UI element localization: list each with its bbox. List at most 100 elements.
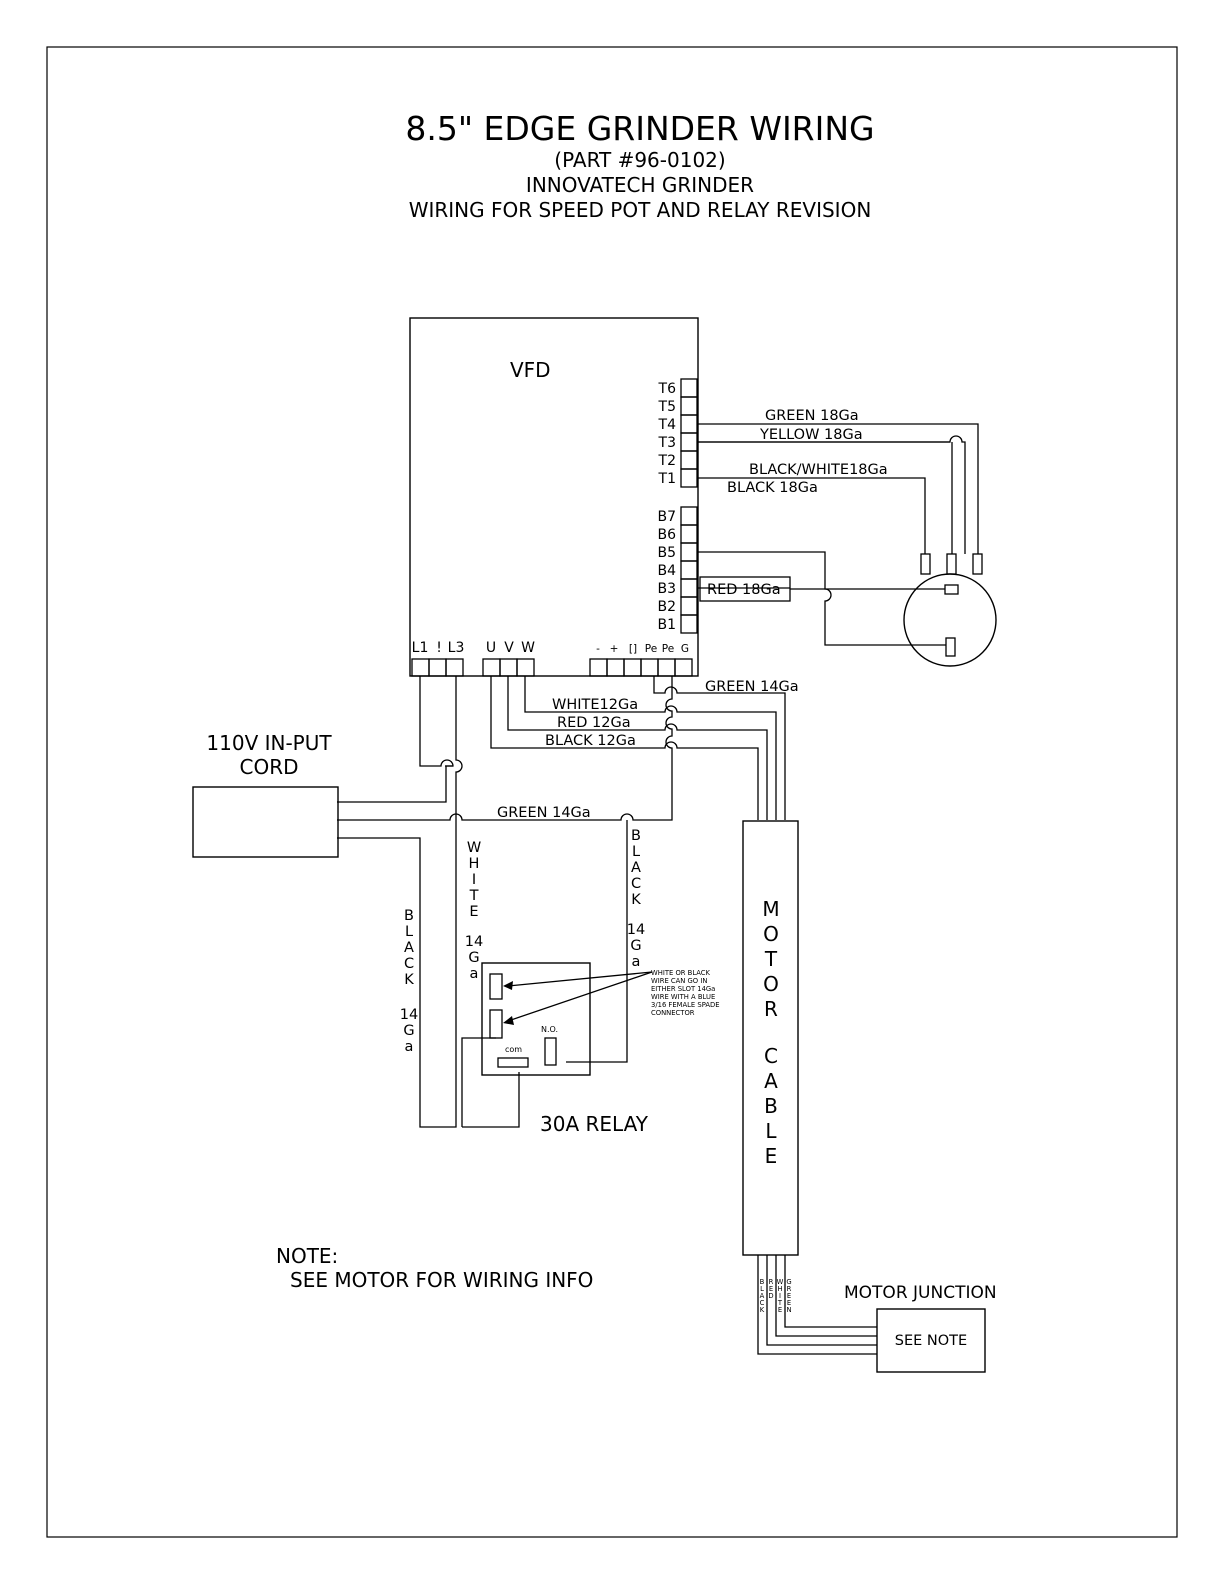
pot-contact-bottom	[945, 637, 956, 657]
relay-no-terminal	[544, 1037, 557, 1066]
label-b4: B4	[657, 563, 676, 579]
label-minus: -	[596, 643, 600, 655]
lead-black-letter: K	[760, 1306, 765, 1314]
wire-black-14ga-right	[566, 820, 628, 1063]
lead-green	[784, 1255, 877, 1328]
note-heading: NOTE:	[276, 1244, 338, 1268]
motor-cable-letter: O	[763, 922, 779, 946]
wire-yellow-18ga-path	[697, 435, 966, 554]
note-text: SEE MOTOR FOR WIRING INFO	[290, 1268, 593, 1292]
label-w: W	[521, 640, 535, 656]
wire-relay-lower-slot	[461, 1037, 496, 1127]
speed-pot-body	[903, 573, 997, 667]
label-t3: T3	[658, 435, 676, 451]
terminal-t4	[680, 414, 698, 434]
wire-white-12ga	[524, 676, 777, 820]
black-right-letter: C	[631, 876, 641, 892]
terminal-g	[674, 658, 693, 677]
label-red-18ga: RED 18Ga	[707, 582, 781, 598]
lead-green-letter: R	[787, 1285, 792, 1293]
label-l2: !	[436, 640, 442, 656]
wire-green-14ga-ground	[337, 676, 673, 821]
label-t6: T6	[658, 381, 677, 397]
white-gauge: a	[470, 966, 479, 982]
label-green-14ga-mid: GREEN 14Ga	[497, 805, 591, 821]
lead-white-letter: I	[779, 1292, 781, 1300]
terminal-plus	[606, 658, 625, 677]
black-right-gauge: 14	[627, 922, 645, 938]
relay-box	[481, 962, 591, 1076]
label-white-12ga: WHITE12Ga	[552, 697, 638, 713]
motor-cable-letter: A	[764, 1069, 778, 1093]
wire-com	[462, 1072, 520, 1128]
wire-green-14ga-motor	[653, 676, 786, 820]
arrowhead	[503, 1016, 514, 1025]
wire-l1-loop	[419, 676, 454, 767]
terminal-pe1	[640, 658, 659, 677]
diagram-title: 8.5" EDGE GRINDER WIRING	[405, 109, 874, 148]
black-right-gauge: a	[632, 954, 641, 970]
label-yellow-18ga: YELLOW 18Ga	[759, 427, 863, 443]
t-terminal-block: T6 T5 T4 T3 T2 T1	[658, 378, 698, 488]
relay: N.O. com 30A RELAY WHITE OR BLACK WIRE C…	[481, 962, 720, 1136]
lead-red-letter: R	[769, 1278, 774, 1286]
black-right-letter: A	[631, 860, 641, 876]
arrowhead	[503, 981, 513, 990]
terminal-u	[482, 658, 501, 677]
black-right-letter: B	[631, 828, 641, 844]
white-letter: E	[469, 904, 478, 920]
lead-green-letter: G	[786, 1278, 791, 1286]
relay-com-label: com	[505, 1045, 522, 1054]
relay-note-line: EITHER SLOT 14Ga	[651, 985, 715, 993]
terminal-b7	[680, 506, 698, 526]
page-border	[46, 46, 1178, 1538]
label-plus: +	[610, 643, 619, 655]
terminal-t1	[680, 468, 698, 488]
label-green-18ga: GREEN 18Ga	[765, 408, 859, 424]
b-terminal-block: B7 B6 B5 B4 B3 B2 B1	[657, 506, 698, 634]
lead-black-letter: L	[760, 1285, 764, 1293]
terminal-b5	[680, 542, 698, 562]
motor-cable-letter: M	[762, 897, 779, 921]
black-right-letter: L	[632, 844, 640, 860]
label-u: U	[486, 640, 496, 656]
lead-white-letter: T	[777, 1299, 783, 1307]
lead-black-letter: B	[760, 1278, 765, 1286]
black-left-letter: A	[404, 940, 414, 956]
black-left-gauge: G	[403, 1023, 414, 1039]
relay-pointer-upper	[507, 971, 653, 987]
motor-cable-box	[742, 820, 799, 1256]
label-blackwhite-18ga: BLACK/WHITE18Ga	[749, 462, 888, 478]
terminal-t2	[680, 450, 698, 470]
terminal-pe2	[657, 658, 676, 677]
power-wires: GREEN 14Ga WHITE12Ga RED 12Ga BLACK 12Ga…	[337, 676, 799, 1128]
terminal-minus	[589, 658, 608, 677]
pot-lead-left	[920, 553, 931, 575]
relay-note-line: 3/16 FEMALE SPADE	[651, 1001, 720, 1009]
terminal-t3	[680, 432, 698, 452]
label-b6: B6	[657, 527, 676, 543]
lead-green-letter: N	[786, 1306, 791, 1314]
input-cord-label-2: CORD	[239, 755, 298, 779]
terminal-b4	[680, 560, 698, 580]
wire-green-18ga	[697, 423, 979, 554]
black-left-letter: C	[404, 956, 414, 972]
part-number: (PART #96-0102)	[554, 148, 725, 172]
label-v: V	[504, 640, 514, 656]
motor-junction: SEE NOTE MOTOR JUNCTION	[844, 1283, 997, 1373]
terminal-b2	[680, 596, 698, 616]
speed-pot	[903, 553, 997, 667]
motor-cable-letter: R	[764, 997, 778, 1021]
white-gauge: G	[468, 950, 479, 966]
terminal-b1	[680, 614, 698, 634]
wire-red-12ga	[507, 676, 768, 820]
motor-cable-letter: L	[765, 1119, 777, 1143]
motor-cable-letter: C	[764, 1044, 778, 1068]
motor-cable-letter: T	[764, 947, 778, 971]
relay-no-label: N.O.	[541, 1025, 558, 1034]
white-gauge: 14	[465, 934, 483, 950]
relay-note-line: WIRE WITH A BLUE	[651, 993, 715, 1001]
lead-green-letter: E	[787, 1292, 791, 1300]
label-l1: L1	[412, 640, 429, 656]
